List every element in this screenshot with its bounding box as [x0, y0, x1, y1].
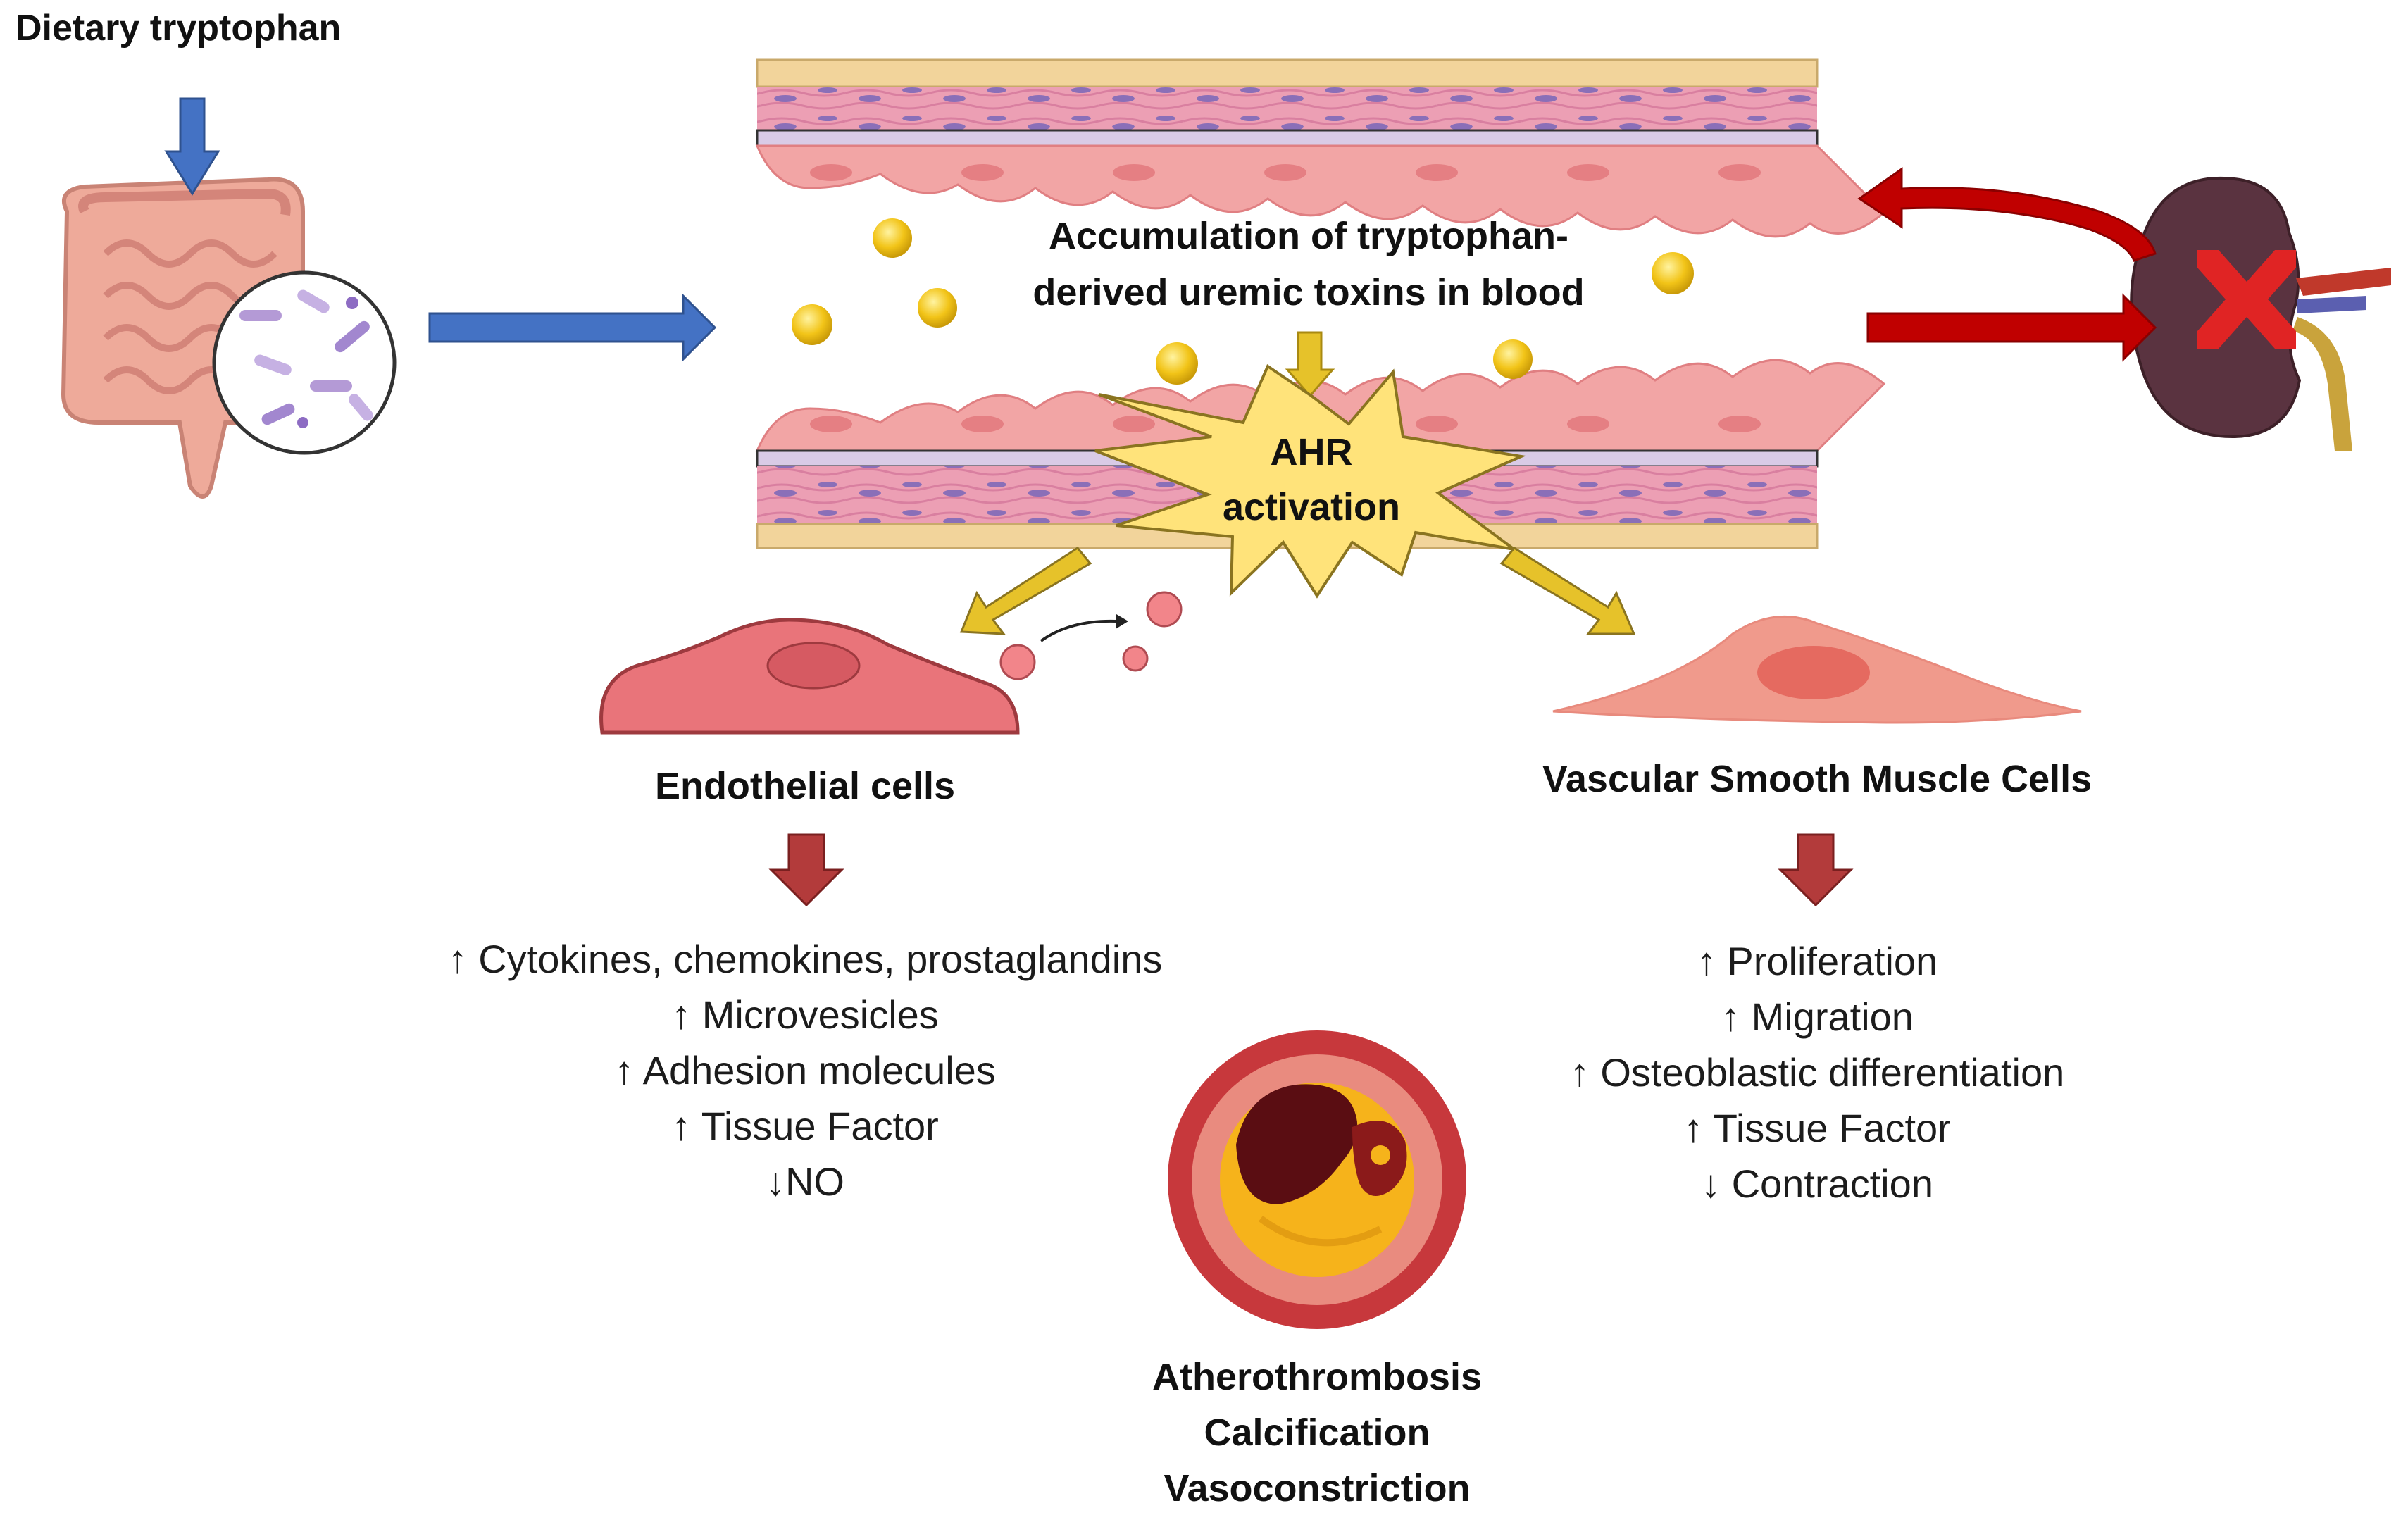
effect-item: ↑ Proliferation — [1696, 939, 1938, 983]
toxin-particle — [873, 218, 912, 258]
kidney-to-blood-curved-arrow — [1857, 167, 2157, 262]
ahr-label-line2: activation — [1222, 486, 1401, 528]
effect-item: ↑ Adhesion molecules — [614, 1048, 996, 1092]
dietary-tryptophan-label: Dietary tryptophan — [15, 8, 342, 49]
uremic-toxin-particles — [792, 218, 1694, 385]
endothelial-cell-illustration — [599, 618, 1020, 735]
effect-item: ↑ Microvesicles — [671, 992, 939, 1037]
dietary-down-arrow — [164, 97, 220, 196]
outcome-item: Calcification — [1204, 1411, 1430, 1454]
toxin-particle — [1156, 342, 1198, 385]
effect-item: ↑ Osteoblastic differentiation — [1569, 1050, 2065, 1095]
gut-to-blood-arrow — [428, 293, 717, 362]
effect-item: ↓NO — [765, 1159, 844, 1204]
endothelial-effects-list: ↑ Cytokines, chemokines, prostaglandins … — [448, 931, 1163, 1209]
outcome-item: Vasoconstriction — [1164, 1467, 1471, 1509]
outcome-item: Atherothrombosis — [1152, 1356, 1483, 1398]
vessel-wall-top — [755, 58, 1886, 238]
toxin-particle — [918, 288, 957, 328]
accumulation-label-line1: Accumulation of tryptophan- — [1049, 215, 1568, 257]
effect-item: ↑ Migration — [1721, 995, 1914, 1039]
effect-item: ↑ Tissue Factor — [1683, 1106, 1951, 1150]
accumulation-label: Accumulation of tryptophan- derived urem… — [1033, 208, 1584, 320]
ahr-label-line1: AHR — [1270, 431, 1353, 473]
effect-item: ↑ Cytokines, chemokines, prostaglandins — [447, 937, 1163, 981]
gut-bacteria-icon — [212, 270, 397, 455]
ahr-activation-starburst — [1094, 363, 1526, 599]
toxin-particle — [1652, 252, 1694, 294]
vsmc-effects-list: ↑ Proliferation ↑ Migration ↑ Osteoblast… — [1570, 933, 2064, 1211]
effect-item: ↑ Tissue Factor — [671, 1104, 939, 1148]
accumulation-label-line2: derived uremic toxins in blood — [1033, 271, 1585, 313]
vsmc-effects-arrow — [1778, 833, 1854, 907]
toxin-to-ahr-arrow — [1285, 331, 1335, 398]
effect-item: ↓ Contraction — [1701, 1161, 1933, 1206]
atherosclerotic-vessel-icon — [1168, 1030, 1466, 1329]
ahr-to-endothelial-arrow — [959, 547, 1092, 635]
vsmc-illustration — [1552, 615, 2082, 724]
ahr-to-vsmc-arrow — [1499, 547, 1636, 635]
toxin-particle — [1493, 339, 1533, 379]
microvesicles-icon — [999, 591, 1183, 680]
outcomes-list: Atherothrombosis Calcification Vasoconst… — [1152, 1350, 1482, 1516]
kidney-illustration — [2130, 176, 2391, 451]
toxin-particle — [792, 304, 832, 345]
endothelial-cells-label: Endothelial cells — [654, 765, 956, 807]
vsmc-label: Vascular Smooth Muscle Cells — [1542, 758, 2092, 800]
endothelial-effects-arrow — [768, 833, 844, 907]
ahr-activation-label: AHR activation — [1223, 425, 1400, 535]
kidney-failure-arrow — [1866, 293, 2157, 362]
